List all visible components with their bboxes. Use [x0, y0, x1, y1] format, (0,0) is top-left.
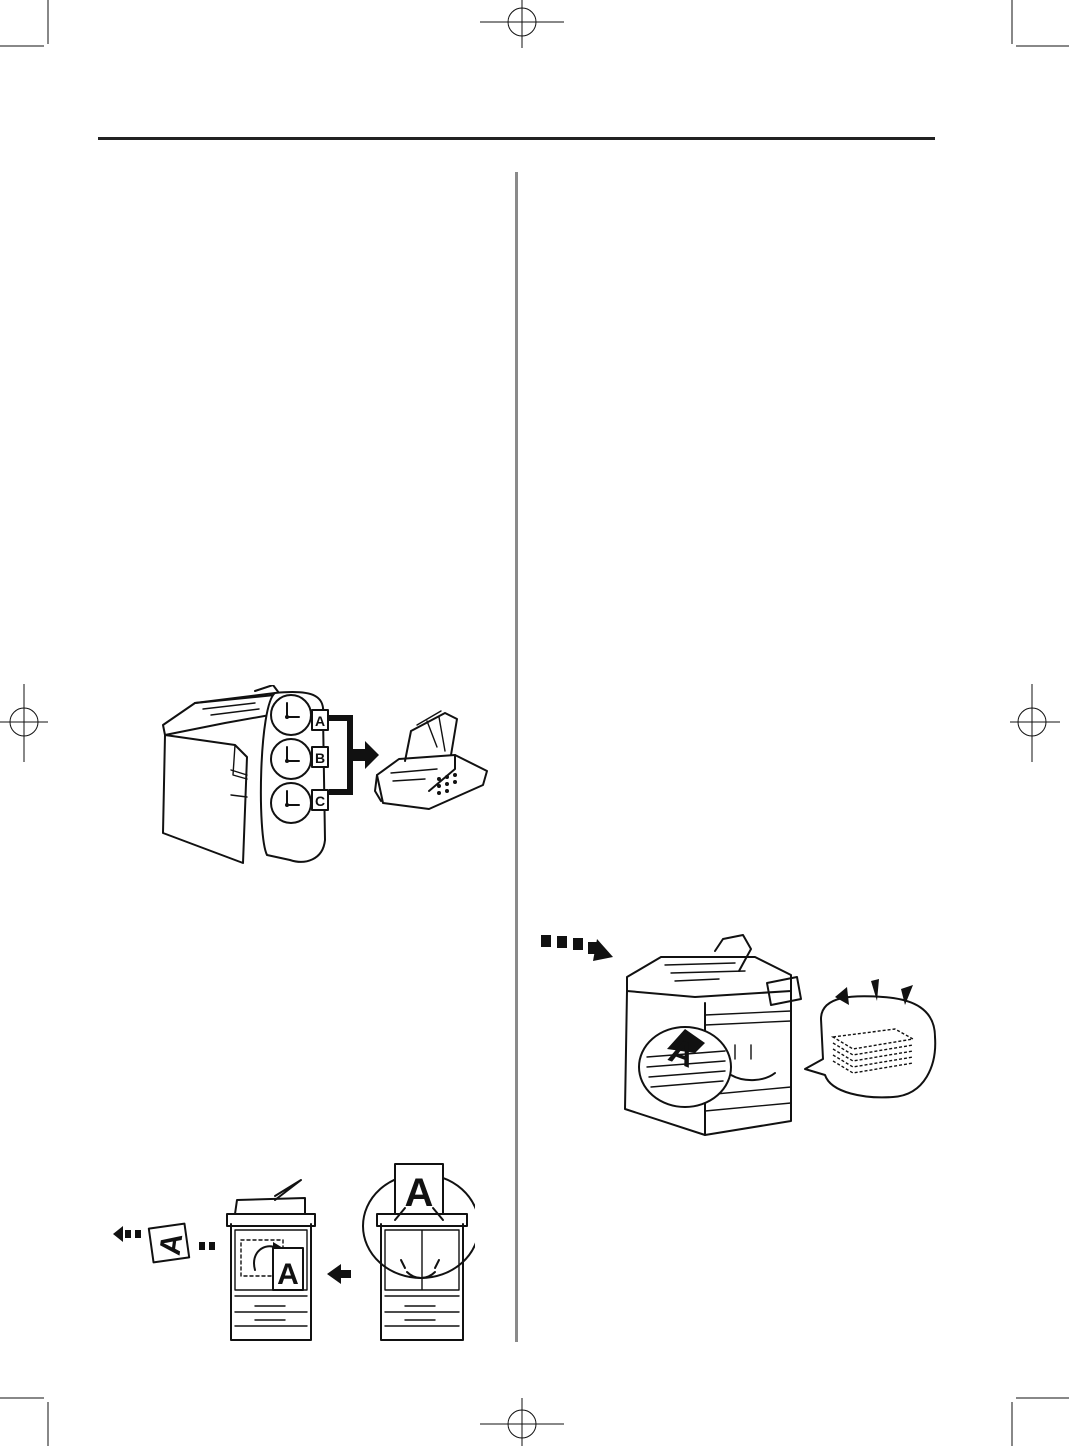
speech-bubble-icon — [804, 979, 937, 1099]
arrow-icon — [113, 1226, 215, 1250]
label-b: B — [315, 750, 325, 766]
clock-icon — [285, 702, 300, 807]
dashed-arrow-icon — [541, 935, 613, 961]
column-divider — [515, 172, 518, 1342]
document-icon: A — [147, 1222, 191, 1264]
paper-stack-icon: A — [638, 1026, 732, 1108]
label-c: C — [315, 793, 325, 809]
copier-icon — [624, 934, 802, 1136]
fax-machine-icon — [374, 710, 488, 810]
copier-icon: A — [362, 1163, 475, 1341]
header-rule — [98, 137, 935, 140]
document-letter: A — [405, 1171, 434, 1215]
clock-bubble: A B C — [259, 691, 329, 863]
label-a: A — [315, 713, 325, 729]
timer-fax-illustration: A B C — [155, 685, 495, 870]
flying-letter: A — [154, 1231, 190, 1257]
copier-icon: A — [226, 1179, 316, 1341]
interrupt-copy-illustration: A A A — [105, 1160, 475, 1345]
copier-letter: A — [277, 1258, 299, 1291]
memory-copy-illustration: A — [535, 925, 945, 1140]
arrow-icon — [351, 741, 379, 769]
